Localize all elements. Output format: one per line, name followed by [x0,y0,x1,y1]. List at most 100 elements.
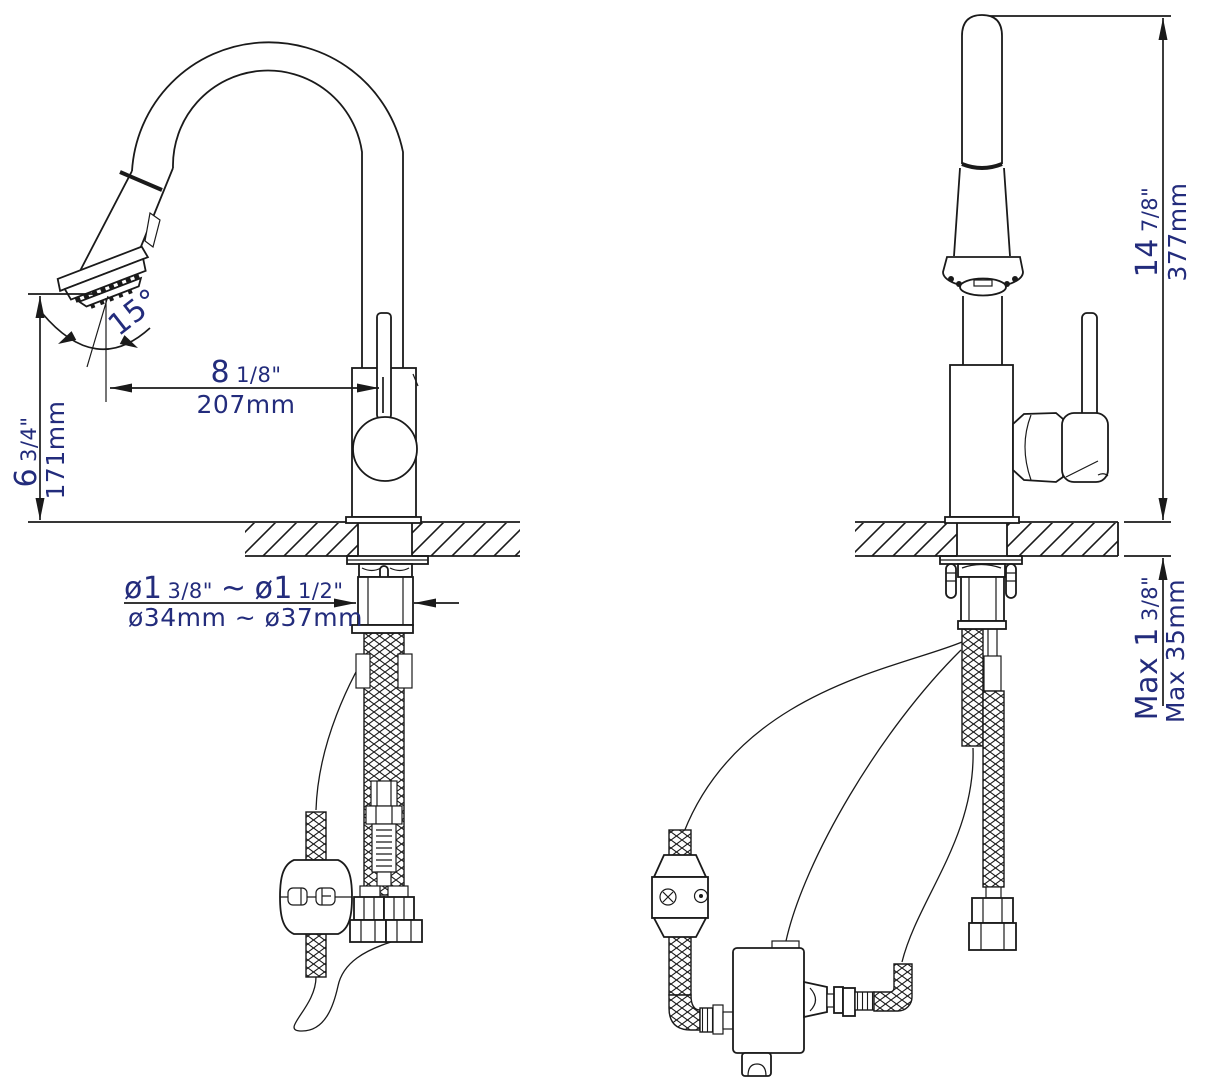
spring-coils [376,829,392,867]
fitting-pipe [722,1011,734,1030]
corrugated-fitting [699,1007,714,1033]
shank-inner-lines [367,577,404,625]
hose-weight-front [651,829,734,1035]
weight-window-line [321,888,331,905]
hex-facets [375,806,393,824]
spray-head-lip [77,276,143,308]
dimension-spout-height: 63/4" 171mm [9,293,245,523]
lower-column [962,296,1003,365]
valve-hex [833,986,844,1014]
spout-column [961,14,1003,164]
aerator-face [959,277,1007,297]
shank-collar [351,624,414,634]
spray-head-flange [56,245,150,293]
counter-hatch [412,523,520,556]
base-plate-front [944,516,1020,524]
mounting-shank [346,555,429,634]
hex-nut-lower [385,919,423,943]
spray-wand-front [953,167,1011,257]
valve-stem [826,993,835,1008]
weight-hose-lower [305,933,327,978]
dimension-overall-height: 147/8" 377mm [990,15,1192,520]
valve-curve [809,987,817,1012]
counter-hatch [855,523,957,556]
wand-release-clip [144,211,161,249]
extension-lines [1124,521,1171,557]
hex-facets [980,923,1005,950]
valve-collar [842,987,856,1017]
hex-nut-lower [968,922,1017,951]
supply-nuts [349,885,423,943]
dim-overall-metric: 377mm [1163,183,1192,282]
mixing-ball [352,416,418,482]
hose-ferrule [983,655,1002,692]
gooseneck-inner [172,69,363,368]
connector-curve [1024,414,1032,481]
hex-nut [971,897,1014,924]
hose-ferrule-right [397,653,413,689]
dim-height-inches: 63/4" [9,416,44,487]
stud-threads [946,572,1016,582]
supply-hose [982,690,1005,888]
arrowhead-icon [119,335,138,348]
control-box [732,940,913,1077]
shank-body [960,576,1005,622]
fitting-collar [370,780,398,807]
weight-bottom-cap [652,917,708,938]
counter-outline [855,521,1119,557]
dim-hole-metric: ø34mm ~ ø37mm [128,603,363,632]
faucet-body-side [56,41,422,524]
hex-facets [363,897,405,920]
hose-weight [279,811,353,978]
box-cable [785,649,962,942]
angle-arc [41,312,151,351]
spray-axis-line [86,295,109,368]
faucet-body-front [942,14,1109,524]
corrugated-fitting [854,991,875,1011]
gooseneck-outer [131,41,404,368]
hex-facets [982,898,1003,923]
counter-hatch [245,523,358,556]
fitting-hex-nut [365,805,403,825]
spray-lip-teeth [90,289,133,309]
counter-hatch [1007,523,1118,556]
extension-lines [28,293,245,523]
weight-top-cap [652,854,708,878]
mounting-bracket [957,563,1006,578]
screw-cross [662,891,674,903]
handle-detail [1065,460,1109,478]
handle-grip [1061,412,1109,483]
wand-band-front [961,162,1003,170]
mounting-shank-front [939,555,1023,630]
hex-nut [383,896,415,921]
shank-inner-lines [968,577,997,621]
elbow-cable [901,747,974,963]
nut-collar [387,885,409,898]
fitting-collar [712,1004,724,1035]
wand-band [119,170,163,192]
bracket-curve [961,563,1002,569]
base-plate [345,516,422,524]
front-view: 147/8" 377mm Max 13/8" Max 35mm [651,14,1192,1077]
dim-height-metric: 171mm [41,401,70,500]
box-body [732,947,805,1054]
hex-facets [360,920,412,942]
hose-elbow-right [873,963,913,1012]
dim-reach-metric: 207mm [197,390,296,419]
fitting-collar-lines [376,781,392,806]
dim-deck-inches: Max 13/8" [1130,576,1165,721]
quick-connect-fitting [365,780,403,887]
valve-body-front [949,364,1014,518]
fitting-tube [376,871,392,887]
screw-dot [699,894,703,898]
weight-window [287,887,308,906]
nut-collar [985,886,1002,899]
under-counter-hoses [961,628,1017,951]
spray-head-face [63,257,147,301]
hex-nut [353,896,385,921]
